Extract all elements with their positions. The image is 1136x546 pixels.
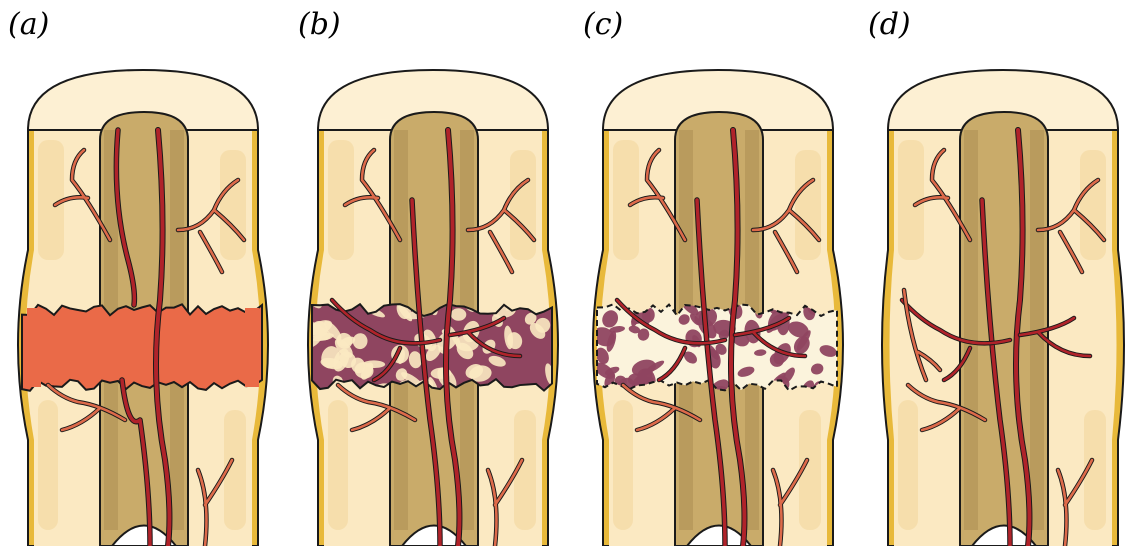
panel-a: (a): [0, 0, 284, 546]
bone-illustration-b: [290, 0, 574, 546]
bone-illustration-a: [0, 0, 284, 546]
panel-c: (c): [575, 0, 859, 546]
hematoma: [22, 304, 262, 390]
panel-b: (b): [290, 0, 574, 546]
bone-illustration-c: [575, 0, 859, 546]
bone-illustration-d: [860, 0, 1136, 546]
panel-d: (d): [860, 0, 1136, 546]
